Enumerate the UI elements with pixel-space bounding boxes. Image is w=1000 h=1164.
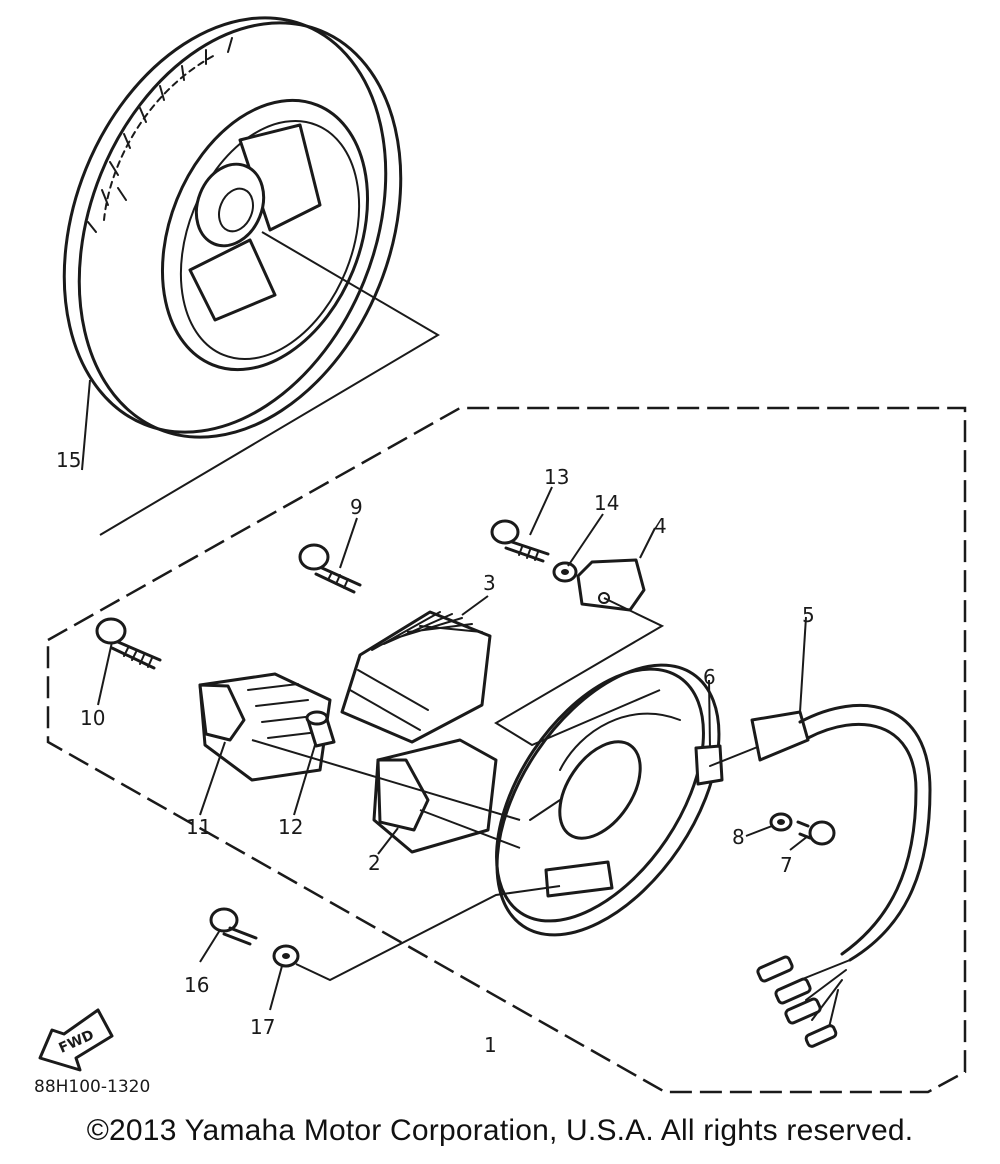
- part-7-screw: [796, 820, 836, 846]
- drawing-code: 88H100-1320: [34, 1077, 150, 1097]
- part-12-spacer: [305, 710, 336, 748]
- callout-3: 3: [483, 571, 496, 595]
- part-17-washer: [272, 944, 300, 968]
- part-10-screw: [95, 617, 162, 670]
- part-2-pulser: [372, 738, 498, 854]
- part-14-washer: [552, 561, 578, 583]
- callout-6: 6: [703, 665, 716, 689]
- stator-base-plate: [495, 663, 721, 937]
- callout-labels: 1 2 3 4 5 6 7 8 9 10 11 12 13 14 15 16 1…: [56, 448, 815, 1057]
- part-8-washer: [769, 812, 793, 832]
- part-15-rotor: [62, 16, 403, 439]
- callout-10: 10: [80, 706, 105, 730]
- fwd-direction-arrow: [38, 1008, 114, 1072]
- part-4-pickup: [576, 558, 646, 612]
- part-3-coil: [340, 610, 492, 744]
- part-9-screw: [298, 543, 362, 594]
- callout-11: 11: [186, 815, 211, 839]
- callout-16: 16: [184, 973, 209, 997]
- part-13-screw: [490, 519, 550, 563]
- assembly-1-boundary: [46, 406, 967, 1094]
- copyright-notice: ©2013 Yamaha Motor Corporation, U.S.A. A…: [86, 1114, 914, 1147]
- callout-leaders: [81, 379, 809, 1011]
- callout-9: 9: [350, 495, 363, 519]
- callout-8: 8: [732, 825, 745, 849]
- connector-ends: [756, 955, 838, 1048]
- callout-13: 13: [544, 465, 569, 489]
- callout-4: 4: [654, 514, 667, 538]
- part-16-bolt: [209, 907, 258, 946]
- callout-15: 15: [56, 448, 81, 472]
- callout-2: 2: [368, 851, 381, 875]
- callout-5: 5: [802, 603, 815, 627]
- callout-1: 1: [484, 1033, 497, 1057]
- part-5-lead-wire: [709, 703, 932, 1048]
- callout-14: 14: [594, 491, 619, 515]
- callout-7: 7: [780, 853, 793, 877]
- part-6-clamp: [694, 744, 724, 786]
- callout-12: 12: [278, 815, 303, 839]
- callout-17: 17: [250, 1015, 275, 1039]
